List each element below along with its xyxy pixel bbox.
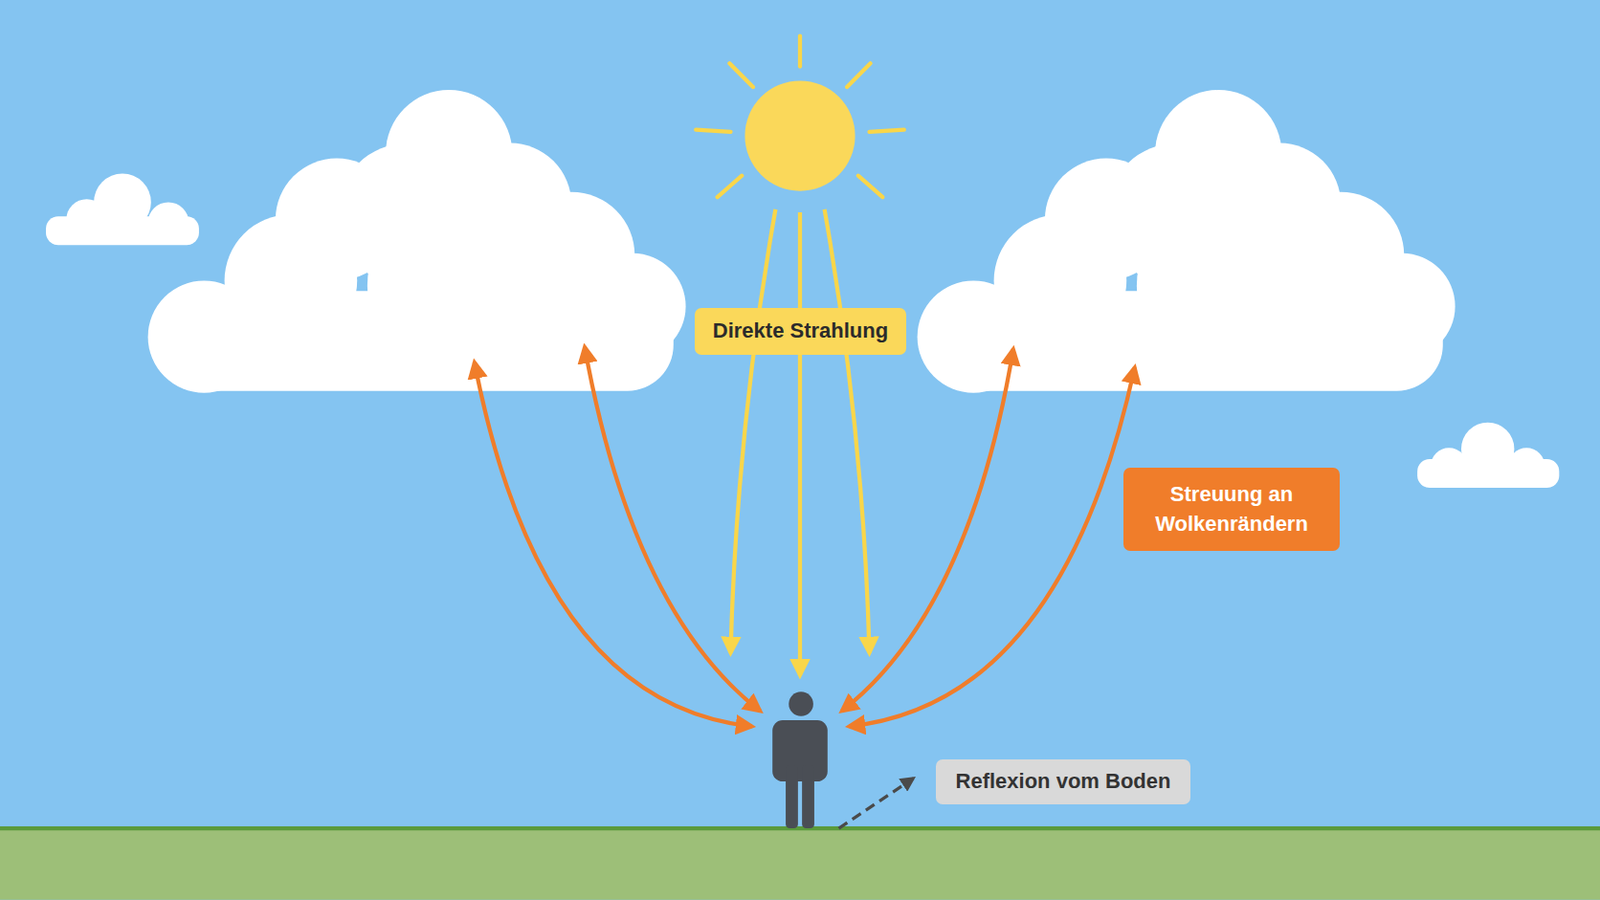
- reflection-label-box: Reflexion vom Boden: [935, 759, 1191, 805]
- ground-line: [0, 826, 1600, 831]
- cloud: [917, 89, 1456, 394]
- cloud: [148, 89, 687, 394]
- sun: [695, 36, 905, 198]
- direct-label-box: Direkte Strahlung: [694, 308, 907, 356]
- person: [772, 691, 828, 829]
- label-text: Streuung an Wolkenrändern: [1134, 480, 1329, 540]
- reflection-arrow: [839, 778, 914, 829]
- small-cloud: [1417, 422, 1559, 489]
- label-text: Direkte Strahlung: [712, 316, 889, 347]
- ground: [0, 828, 1600, 900]
- scatter-label-box: Streuung an Wolkenrändern: [1123, 467, 1340, 552]
- label-text: Reflexion vom Boden: [955, 767, 1172, 798]
- small-cloud: [45, 174, 200, 246]
- direct-rays: [730, 209, 869, 676]
- scattered-rays: [474, 347, 1135, 728]
